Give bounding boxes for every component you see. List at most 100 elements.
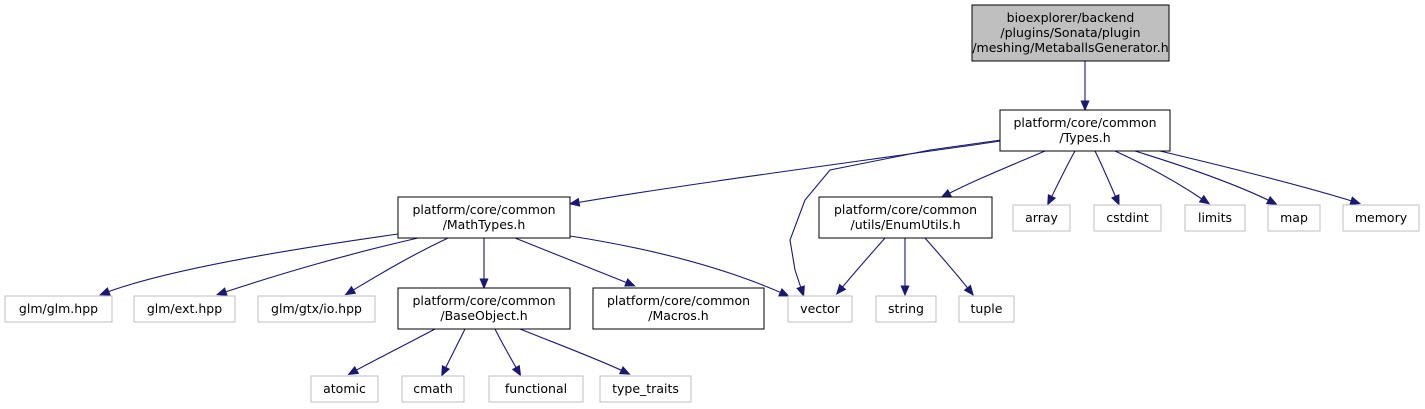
node-atomic: atomic bbox=[310, 375, 379, 403]
edge-arrowhead bbox=[835, 283, 847, 295]
edge-arrowhead bbox=[511, 364, 522, 377]
node-box bbox=[1267, 204, 1321, 232]
node-types[interactable]: platform/core/common/Types.h bbox=[999, 109, 1171, 152]
node-box bbox=[787, 295, 853, 323]
node-map: map bbox=[1267, 204, 1321, 232]
edge-arrowhead bbox=[568, 197, 581, 207]
edge-mathtypes-to-glmext bbox=[221, 237, 419, 294]
edge-arrowhead bbox=[778, 288, 790, 297]
node-box bbox=[397, 196, 571, 239]
edge-arrowhead bbox=[347, 365, 360, 376]
edge-arrowhead bbox=[1047, 193, 1057, 206]
edge-types-to-memory bbox=[1159, 150, 1356, 203]
node-functional: functional bbox=[488, 375, 584, 403]
edge-baseobject-to-cmath bbox=[443, 328, 466, 372]
edge-arrowhead bbox=[624, 278, 636, 287]
edge-enumutils-to-vector bbox=[839, 237, 886, 291]
node-box bbox=[4, 295, 113, 323]
node-label: /meshing/MetaballsGenerator.h bbox=[972, 40, 1168, 55]
edge-enumutils-to-tuple bbox=[924, 237, 971, 292]
node-metaballs[interactable]: bioexplorer/backend/plugins/Sonata/plugi… bbox=[971, 4, 1170, 62]
edge-baseobject-to-atomic bbox=[352, 328, 436, 373]
node-box bbox=[958, 295, 1015, 323]
edge-arrowhead bbox=[1111, 194, 1120, 206]
node-label: cstdint bbox=[1106, 210, 1149, 225]
node-mathtypes[interactable]: platform/core/common/MathTypes.h bbox=[397, 196, 571, 239]
node-box bbox=[257, 295, 376, 323]
node-baseobject[interactable]: platform/core/common/BaseObject.h bbox=[397, 287, 571, 330]
nodes-layer: bioexplorer/backend/plugins/Sonata/plugi… bbox=[4, 4, 1420, 403]
node-box bbox=[488, 375, 584, 403]
node-label: platform/core/common bbox=[412, 293, 555, 308]
node-box bbox=[1342, 204, 1420, 232]
edge-arrowhead bbox=[1080, 100, 1090, 112]
node-box bbox=[592, 287, 765, 330]
node-label: platform/core/common bbox=[834, 202, 977, 217]
node-array: array bbox=[1012, 204, 1071, 232]
node-cmath: cmath bbox=[401, 375, 465, 403]
node-label: /utils/EnumUtils.h bbox=[850, 217, 960, 232]
node-box bbox=[1184, 204, 1246, 232]
node-label: tuple bbox=[971, 301, 1003, 316]
edge-arrowhead bbox=[216, 287, 228, 296]
node-label: platform/core/common bbox=[607, 293, 750, 308]
edge-types-to-vector bbox=[789, 139, 1002, 292]
node-box bbox=[1012, 204, 1071, 232]
node-label: limits bbox=[1198, 210, 1232, 225]
node-limits: limits bbox=[1184, 204, 1246, 232]
edge-types-to-limits bbox=[1114, 150, 1206, 202]
node-label: map bbox=[1280, 210, 1308, 225]
node-string: string bbox=[875, 295, 937, 323]
edge-arrowhead bbox=[99, 287, 111, 296]
node-label: platform/core/common bbox=[412, 202, 555, 217]
node-box bbox=[999, 109, 1171, 152]
edge-arrowhead bbox=[963, 284, 974, 296]
node-label: array bbox=[1025, 210, 1058, 225]
node-box bbox=[599, 375, 692, 403]
edge-types-to-enumutils bbox=[945, 150, 1046, 196]
node-label: /BaseObject.h bbox=[440, 308, 527, 323]
node-box bbox=[397, 287, 571, 330]
edge-types-to-array bbox=[1049, 150, 1076, 201]
node-enumutils[interactable]: platform/core/common/utils/EnumUtils.h bbox=[818, 196, 993, 239]
node-box bbox=[875, 295, 937, 323]
node-label: glm/gtx/io.hpp bbox=[271, 301, 362, 316]
edge-mathtypes-to-glm bbox=[104, 233, 399, 294]
edge-arrowhead bbox=[479, 278, 489, 290]
node-macros[interactable]: platform/core/common/Macros.h bbox=[592, 287, 765, 330]
edge-arrowhead bbox=[1265, 195, 1278, 205]
node-type_traits: type_traits bbox=[599, 375, 692, 403]
node-label: platform/core/common bbox=[1013, 115, 1156, 130]
node-tuple: tuple bbox=[958, 295, 1015, 323]
edge-arrowhead bbox=[344, 285, 357, 296]
node-label: cmath bbox=[413, 381, 453, 396]
edge-types-to-map bbox=[1134, 150, 1273, 203]
node-box bbox=[971, 4, 1170, 62]
node-label: functional bbox=[505, 381, 567, 396]
edge-arrowhead bbox=[1198, 194, 1211, 205]
edge-mathtypes-to-macros bbox=[514, 237, 631, 285]
node-box bbox=[1093, 204, 1162, 232]
node-box bbox=[818, 196, 993, 239]
node-box bbox=[401, 375, 465, 403]
edge-types-to-cstdint bbox=[1094, 150, 1118, 201]
edge-baseobject-to-functional bbox=[494, 328, 519, 372]
edge-arrowhead bbox=[796, 285, 805, 297]
node-glm: glm/glm.hpp bbox=[4, 295, 113, 323]
edge-mathtypes-to-glmio bbox=[349, 237, 449, 293]
node-label: /plugins/Sonata/plugin bbox=[1000, 25, 1140, 40]
node-label: memory bbox=[1355, 210, 1408, 225]
node-label: atomic bbox=[323, 381, 366, 396]
edge-types-to-mathtypes bbox=[574, 140, 1002, 204]
node-memory: memory bbox=[1342, 204, 1420, 232]
node-label: glm/glm.hpp bbox=[19, 301, 98, 316]
node-label: /Types.h bbox=[1059, 130, 1110, 145]
node-label: /Macros.h bbox=[648, 308, 708, 323]
edge-mathtypes-to-vector bbox=[569, 235, 785, 295]
node-vector: vector bbox=[787, 295, 853, 323]
edge-arrowhead bbox=[900, 285, 910, 297]
edge-arrowhead bbox=[441, 364, 451, 377]
node-glmio: glm/gtx/io.hpp bbox=[257, 295, 376, 323]
node-box bbox=[133, 295, 236, 323]
